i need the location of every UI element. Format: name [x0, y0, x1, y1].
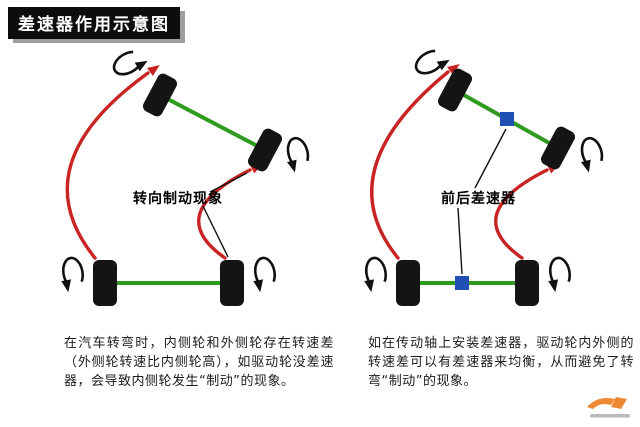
- wheel-front-left: [142, 73, 178, 117]
- left-diagram-callout-label: 转向制动现象: [133, 191, 223, 207]
- watermark-swoosh-icon: [587, 398, 615, 409]
- outer-wheel-path-arc: [370, 70, 450, 260]
- right-diagram-caption: 如在传动轴上安装差速器，驱动轮内外侧的转速差可以有差速器来均衡，从而避免了转弯“…: [368, 336, 634, 389]
- outer-arc-arrowhead-icon: [447, 63, 460, 76]
- outer-arc-arrowhead-icon: [147, 64, 160, 77]
- front-axle: [159, 93, 266, 152]
- rotation-arrow-icon: [280, 134, 314, 176]
- wheel-front-right: [540, 126, 576, 170]
- right-diagram-callout-label: 前后差速器: [441, 191, 516, 207]
- inner-wheel-path-arc: [494, 168, 549, 260]
- wheel-front-left: [437, 68, 473, 112]
- diagram-with-differential: [359, 43, 608, 306]
- rotation-arrow-icon: [359, 255, 390, 295]
- wheel-rear-left: [93, 260, 117, 306]
- rotation-arrow-icon: [248, 255, 279, 295]
- wheel-rear-left: [396, 260, 420, 306]
- outer-wheel-path-arc: [65, 71, 150, 260]
- label-pointer-line: [474, 128, 507, 189]
- rear-differential-marker: [455, 276, 469, 290]
- rotation-arrow-icon: [56, 255, 87, 295]
- page-title: 差速器作用示意图: [8, 7, 180, 39]
- wheel-front-right: [247, 128, 283, 172]
- label-pointer-line: [202, 205, 229, 258]
- left-diagram-caption: 在汽车转弯时，内侧轮和外侧轮存在转速差（外侧轮转速比内侧轮高），如驱动轮没差速器…: [64, 336, 334, 389]
- front-differential-marker: [500, 112, 514, 126]
- diagram-no-differential: [56, 44, 314, 306]
- wheel-rear-right: [515, 260, 539, 306]
- watermark-mark-icon: [611, 397, 627, 409]
- watermark-logo: [587, 397, 630, 418]
- rotation-arrow-icon: [543, 255, 574, 295]
- watermark-text-bar: [590, 414, 630, 418]
- rotation-arrow-icon: [574, 134, 608, 176]
- wheel-rear-right: [220, 260, 244, 306]
- label-pointer-line: [457, 207, 463, 275]
- label-pointer-line: [209, 172, 248, 193]
